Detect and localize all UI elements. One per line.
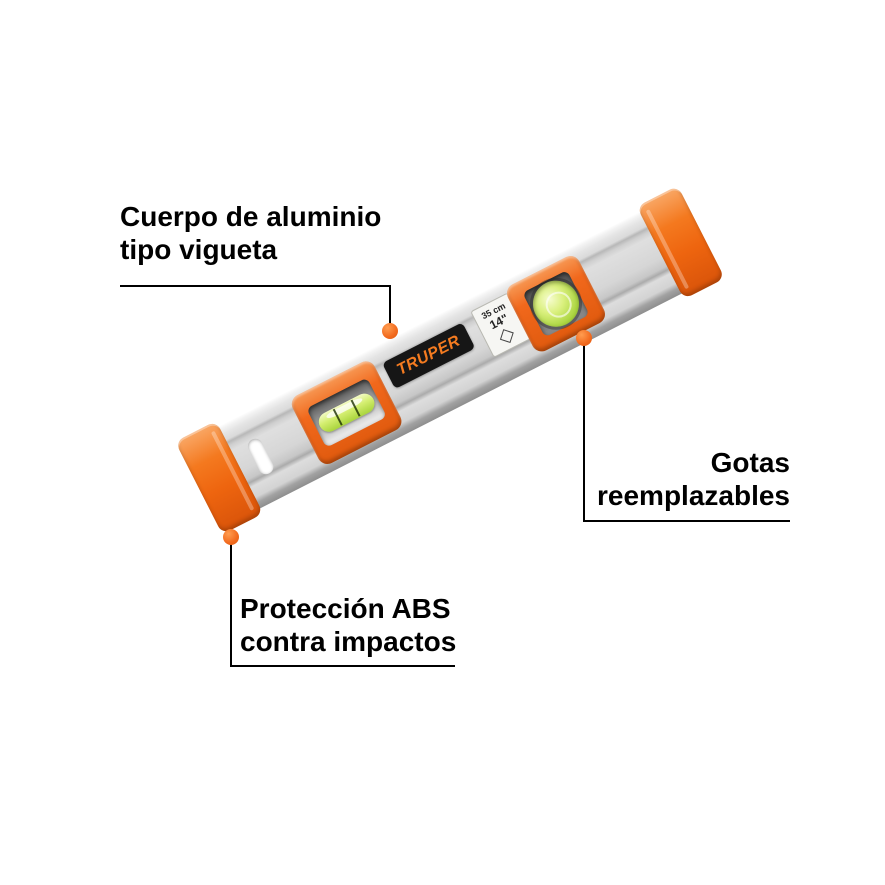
callout-body-line-vertical xyxy=(389,285,391,327)
callout-body-line2: tipo vigueta xyxy=(120,234,278,265)
callout-protection-dot xyxy=(223,529,239,545)
callout-protection-line1: Protección ABS xyxy=(240,593,451,624)
vial-graduation-mark xyxy=(350,399,361,417)
horizontal-vial-bubble xyxy=(315,390,378,436)
callout-vials-line1: Gotas xyxy=(710,447,790,478)
callout-body-line1: Cuerpo de aluminio xyxy=(120,201,382,232)
vertical-vial-bubble xyxy=(525,272,587,335)
callout-vials-line-horizontal xyxy=(583,520,790,522)
callout-protection-line-vertical xyxy=(230,543,232,667)
callout-protection-text: Protección ABS contra impactos xyxy=(240,592,456,658)
callout-body-text: Cuerpo de aluminio tipo vigueta xyxy=(120,200,381,266)
callout-vials-line2: reemplazables xyxy=(597,480,790,511)
callout-body-line-horizontal xyxy=(120,285,391,287)
callout-vials-dot xyxy=(576,330,592,346)
vertical-vial-window xyxy=(522,270,590,338)
callout-vials-text: Gotas reemplazables xyxy=(597,446,790,512)
callout-protection-line-horizontal xyxy=(230,665,455,667)
callout-protection-line2: contra impactos xyxy=(240,626,457,657)
vial-graduation-mark xyxy=(332,408,343,426)
diamond-icon xyxy=(499,329,514,344)
callout-body-dot xyxy=(382,323,398,339)
callout-vials-line-vertical xyxy=(583,342,585,522)
horizontal-vial-window xyxy=(306,377,387,448)
